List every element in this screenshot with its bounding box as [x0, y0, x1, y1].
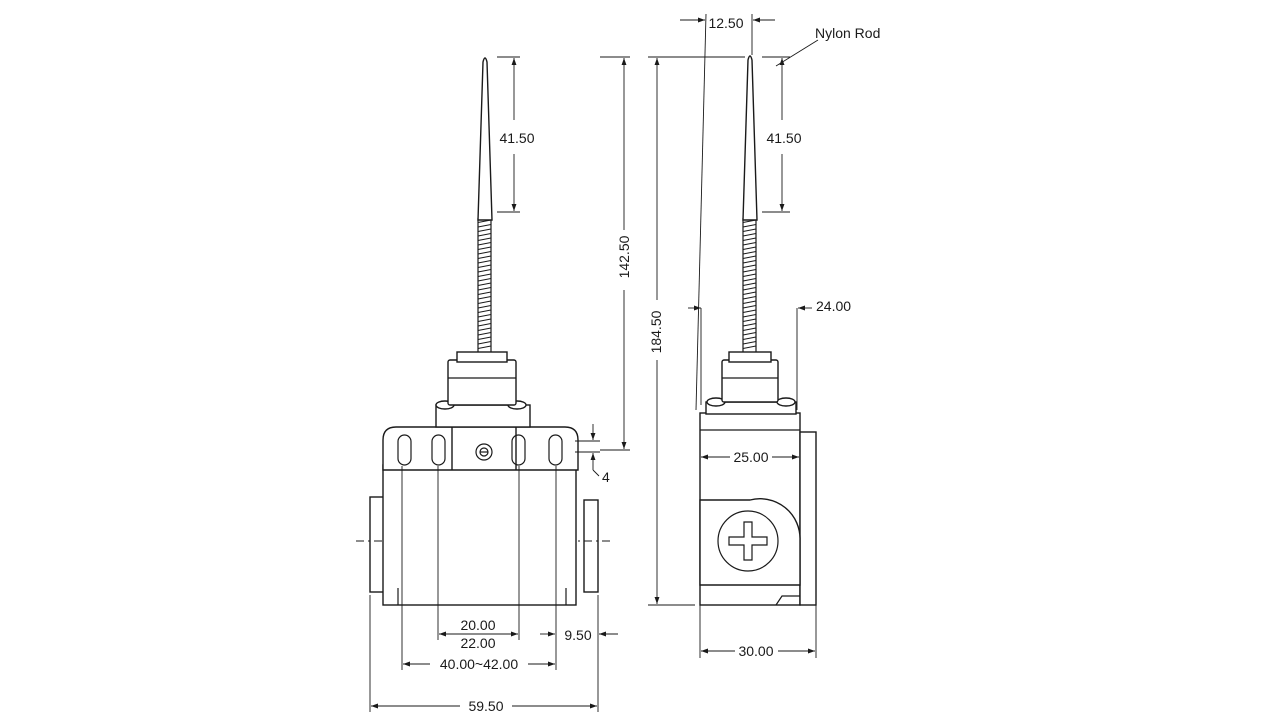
spring-coil	[742, 224, 757, 228]
spring-coil	[477, 246, 492, 250]
spring-coil	[477, 282, 492, 286]
spring-coil	[477, 300, 492, 304]
dim-front-slot-offset: 4	[602, 469, 610, 485]
spring-coil	[477, 224, 492, 228]
spring-coil	[742, 242, 757, 246]
spring-coil	[477, 345, 492, 349]
spring-coil	[742, 251, 757, 255]
spring-coil	[477, 228, 492, 232]
spring-coil	[477, 269, 492, 273]
spring-coil	[742, 336, 757, 340]
spring-coil	[477, 237, 492, 241]
spring-coil	[742, 264, 757, 268]
spring-coil	[477, 309, 492, 313]
spring-coil	[742, 345, 757, 349]
spring-coil	[742, 237, 757, 241]
cross-screw-icon	[717, 510, 779, 572]
spring-coil	[477, 242, 492, 246]
spring-coil	[742, 314, 757, 318]
spring-coil	[742, 305, 757, 309]
spring-coil	[477, 341, 492, 345]
spring-coil	[477, 336, 492, 340]
dim-front-inner-spacing: 20.00	[460, 617, 495, 633]
spring-coil	[742, 260, 757, 264]
dim-front-rod-height: 142.50	[616, 235, 632, 278]
spring-coil	[742, 327, 757, 331]
spring-coil	[477, 327, 492, 331]
spring-coil	[742, 318, 757, 322]
front-actuator-base	[447, 359, 517, 406]
spring-coil	[477, 296, 492, 300]
dim-front-rod-tip: 41.50	[499, 130, 534, 146]
side-view: Nylon Rod 12.50 41.50 184.50 24.00 25.00…	[648, 13, 880, 659]
spring-coil	[742, 228, 757, 232]
spring-coil	[742, 291, 757, 295]
spring-coil	[477, 264, 492, 268]
dim-front-mount-range: 40.00~42.00	[440, 656, 518, 672]
front-right-boss	[583, 499, 599, 593]
side-actuator-base	[721, 359, 779, 403]
spring-coil	[477, 291, 492, 295]
spring-coil	[477, 323, 492, 327]
spring-coil	[742, 273, 757, 277]
mount-slot	[548, 434, 563, 466]
spring-coil	[477, 255, 492, 259]
spring-coil	[477, 287, 492, 291]
nylon-rod-label: Nylon Rod	[815, 25, 880, 41]
spring-coil	[742, 323, 757, 327]
side-cam	[699, 498, 801, 586]
spring-coil	[477, 314, 492, 318]
dim-side-head-width: 24.00	[816, 298, 851, 314]
spring-coil	[477, 278, 492, 282]
front-spring	[477, 219, 492, 349]
center-screw-icon	[475, 443, 493, 461]
dim-side-rod-diameter: 12.50	[708, 15, 743, 31]
mount-slot	[431, 434, 446, 466]
spring-coil	[742, 233, 757, 237]
mount-slot	[511, 434, 526, 466]
front-housing	[382, 464, 577, 606]
spring-coil	[477, 251, 492, 255]
spring-coil	[742, 269, 757, 273]
mount-slot	[397, 434, 412, 466]
spring-coil	[742, 278, 757, 282]
spring-coil	[742, 282, 757, 286]
dim-front-side-offset: 9.50	[564, 627, 591, 643]
dim-front-total-width: 59.50	[468, 698, 503, 714]
spring-coil	[742, 341, 757, 345]
spring-coil	[742, 300, 757, 304]
spring-coil	[477, 260, 492, 264]
front-view: 41.50 142.50 4 20.00 22.00 40.00~42.00 9…	[356, 56, 632, 714]
front-nylon-rod	[477, 57, 493, 221]
side-spring	[742, 219, 757, 349]
spring-coil	[477, 332, 492, 336]
dim-side-body-width: 25.00	[733, 449, 768, 465]
spring-coil	[742, 287, 757, 291]
spring-coil	[742, 296, 757, 300]
spring-coil	[742, 309, 757, 313]
dim-front-slot-spacing: 22.00	[460, 635, 495, 651]
spring-coil	[742, 332, 757, 336]
dim-side-total-height: 184.50	[648, 310, 664, 353]
spring-coil	[477, 305, 492, 309]
spring-coil	[477, 233, 492, 237]
dim-side-base-width: 30.00	[738, 643, 773, 659]
spring-coil	[742, 246, 757, 250]
side-nylon-rod	[742, 55, 758, 221]
spring-coil	[742, 255, 757, 259]
spring-coil	[477, 273, 492, 277]
spring-coil	[477, 318, 492, 322]
dim-side-rod-tip: 41.50	[766, 130, 801, 146]
